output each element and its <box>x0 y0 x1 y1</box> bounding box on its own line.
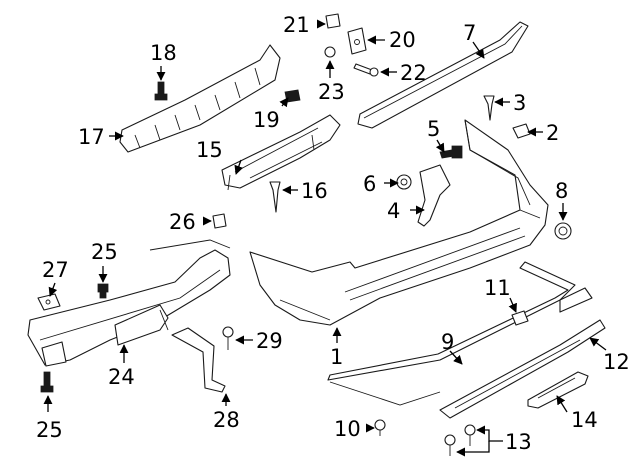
callout-25-upper: 25 <box>91 240 118 264</box>
callout-labels: 1 2 3 4 5 6 7 8 9 10 11 12 13 14 15 16 1… <box>36 13 630 454</box>
callout-11: 11 <box>484 276 511 300</box>
callout-6: 6 <box>363 172 376 196</box>
callout-4: 4 <box>387 199 400 223</box>
part-25-bolt-lower <box>40 371 54 393</box>
callout-19: 19 <box>253 108 280 132</box>
part-22-bolt <box>353 63 379 77</box>
part-16-push-pin <box>269 181 281 213</box>
callout-15: 15 <box>196 138 223 162</box>
callout-16: 16 <box>301 179 328 203</box>
callout-25-lower: 25 <box>36 418 63 442</box>
part-2-clip <box>512 123 531 139</box>
callout-3: 3 <box>513 91 526 115</box>
part-12-lower-bracket <box>439 319 606 419</box>
part-18-bolt <box>154 81 168 101</box>
callout-14: 14 <box>571 408 598 432</box>
leader-lines <box>43 19 607 457</box>
callout-2: 2 <box>546 121 559 145</box>
part-10-screw <box>374 419 386 436</box>
callout-13: 13 <box>505 430 532 454</box>
callout-8: 8 <box>555 179 568 203</box>
part-19-bolt <box>284 89 301 103</box>
part-8-grommet <box>554 222 572 240</box>
callout-1: 1 <box>330 345 343 369</box>
part-20-bracket <box>347 27 367 55</box>
part-14-reflector <box>527 371 589 409</box>
callout-21: 21 <box>283 13 310 37</box>
part-28-ball-mount <box>171 327 226 393</box>
callout-20: 20 <box>389 28 416 52</box>
part-15-impact-bar <box>221 114 341 191</box>
callout-9: 9 <box>441 330 454 354</box>
part-25-bolt-upper <box>97 283 109 299</box>
callout-12: 12 <box>603 350 630 374</box>
part-23-nut <box>324 46 336 58</box>
part-24-hitch-receiver <box>27 239 231 367</box>
callout-18: 18 <box>150 41 177 65</box>
part-13-push-pins <box>444 424 476 456</box>
callout-23: 23 <box>318 80 345 104</box>
callout-24: 24 <box>108 365 135 389</box>
callout-17: 17 <box>78 125 105 149</box>
part-6-nut <box>396 174 412 190</box>
part-11-clip <box>511 310 529 326</box>
part-5-bolt <box>439 145 463 159</box>
callout-22: 22 <box>400 61 427 85</box>
part-7-upper-trim-strip <box>357 21 529 129</box>
part-21-nut <box>325 13 341 29</box>
callout-10: 10 <box>334 417 361 441</box>
part-1-bumper-cover <box>249 119 549 326</box>
part-26-clip <box>212 213 227 229</box>
callout-28: 28 <box>213 408 240 432</box>
callout-7: 7 <box>463 21 476 45</box>
callout-26: 26 <box>169 210 196 234</box>
callout-27: 27 <box>42 258 69 282</box>
part-4-side-bracket <box>417 164 451 227</box>
part-29-bolt <box>222 326 234 350</box>
part-3-push-pin <box>483 95 495 121</box>
part-17-energy-absorber <box>119 44 281 153</box>
callout-5: 5 <box>427 117 440 141</box>
callout-29: 29 <box>256 329 283 353</box>
part-27-bracket <box>37 293 61 311</box>
